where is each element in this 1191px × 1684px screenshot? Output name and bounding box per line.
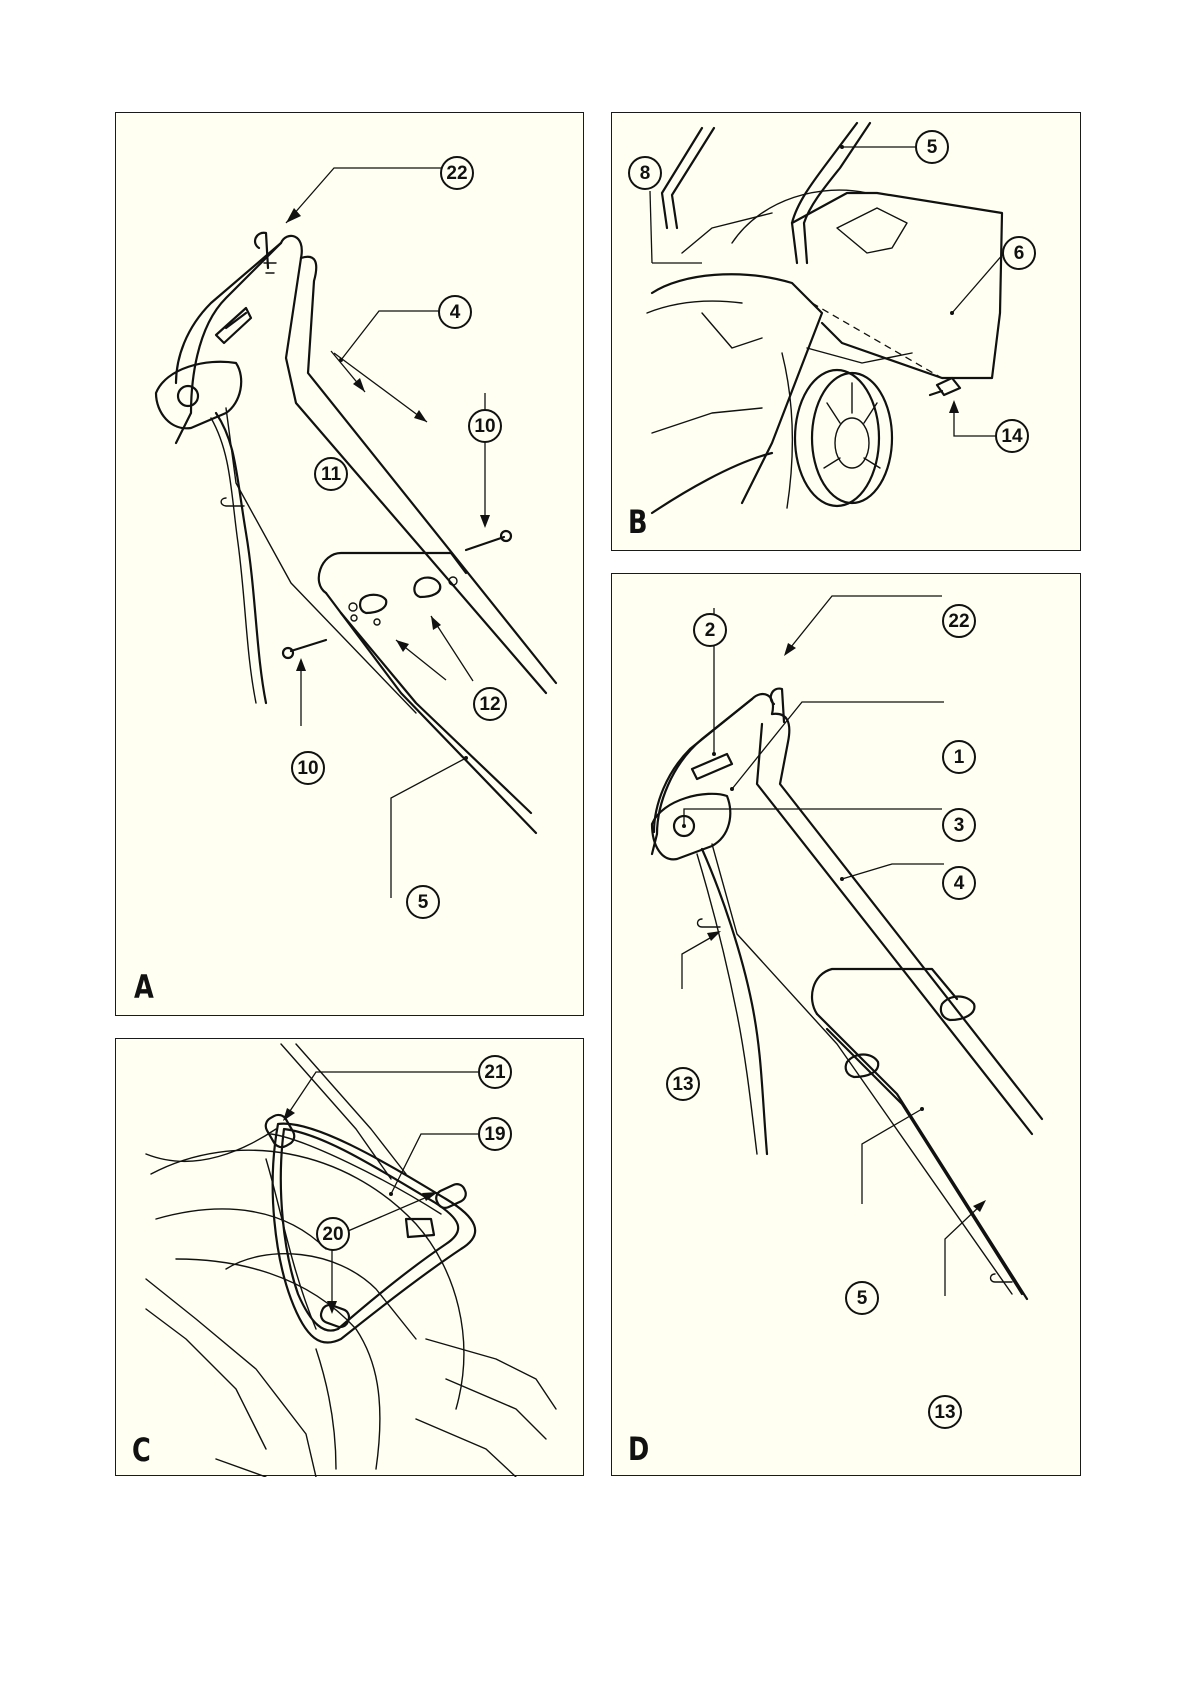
panel-letter-c: C <box>132 1431 151 1469</box>
cable-loop <box>271 1122 477 1344</box>
cable-plug <box>404 1217 436 1239</box>
mower-body <box>650 273 824 505</box>
panel-d: 2 22 1 3 4 13 5 13 D <box>611 573 1081 1476</box>
handle-left <box>660 126 704 230</box>
knob-upper <box>939 995 976 1022</box>
panel-a-drawing <box>154 167 558 898</box>
callout-14: 14 <box>995 419 1029 453</box>
mower-deck <box>150 1149 465 1410</box>
callout-12: 12 <box>473 687 507 721</box>
panel-d-drawing <box>650 595 1044 1301</box>
knob-right <box>413 576 442 599</box>
lower-frame <box>317 551 468 595</box>
power-cable <box>700 847 769 1156</box>
rear-wheel <box>793 368 881 508</box>
panel-b-drawing <box>646 121 1005 515</box>
panel-letter-a: A <box>134 968 154 1006</box>
panel-letter-b: B <box>628 503 648 541</box>
grass-catcher <box>790 191 1004 380</box>
panel-letter-d: D <box>628 1430 650 1468</box>
bolt-top <box>464 535 506 552</box>
upper-handle <box>174 234 303 445</box>
callout-4: 4 <box>942 866 976 900</box>
callout-20: 20 <box>316 1217 350 1251</box>
power-cable <box>214 411 268 705</box>
upper-handle-inner <box>284 256 548 695</box>
callout-3: 3 <box>942 808 976 842</box>
clip-20-left <box>319 1303 351 1329</box>
callout-22: 22 <box>942 604 976 638</box>
callout-1: 1 <box>942 740 976 774</box>
callout-19: 19 <box>478 1117 512 1151</box>
callout-8: 8 <box>628 156 662 190</box>
callout-22: 22 <box>440 156 474 190</box>
panel-a: 22 4 10 11 12 10 5 A <box>115 112 584 1016</box>
upper-handle-right <box>299 255 558 685</box>
callout-11: 11 <box>314 457 348 491</box>
callout-10-bottom: 10 <box>291 751 325 785</box>
knob-lower <box>844 1053 880 1079</box>
callout-13-bottom: 13 <box>928 1395 962 1429</box>
clip-20-right <box>435 1183 467 1209</box>
panel-c-drawing <box>145 1043 557 1477</box>
lower-frame <box>810 967 959 1016</box>
switch-box <box>154 360 243 430</box>
switch-box <box>650 792 732 861</box>
clip-21 <box>264 1113 296 1149</box>
callout-5: 5 <box>845 1281 879 1315</box>
panel-c: 21 19 20 C <box>115 1038 584 1477</box>
callout-5: 5 <box>915 130 949 164</box>
grip <box>690 752 734 781</box>
switch-button <box>176 384 200 408</box>
panel-b: 8 5 6 14 B <box>611 112 1081 551</box>
mounting-line <box>811 302 948 382</box>
knob-left <box>358 593 388 615</box>
callout-5: 5 <box>406 885 440 919</box>
callout-4: 4 <box>438 295 472 329</box>
callout-10-top: 10 <box>468 409 502 443</box>
callout-21: 21 <box>478 1055 512 1089</box>
callout-2: 2 <box>693 613 727 647</box>
callout-6: 6 <box>1002 236 1036 270</box>
bolt-bottom <box>289 638 328 653</box>
callout-13-top: 13 <box>666 1067 700 1101</box>
